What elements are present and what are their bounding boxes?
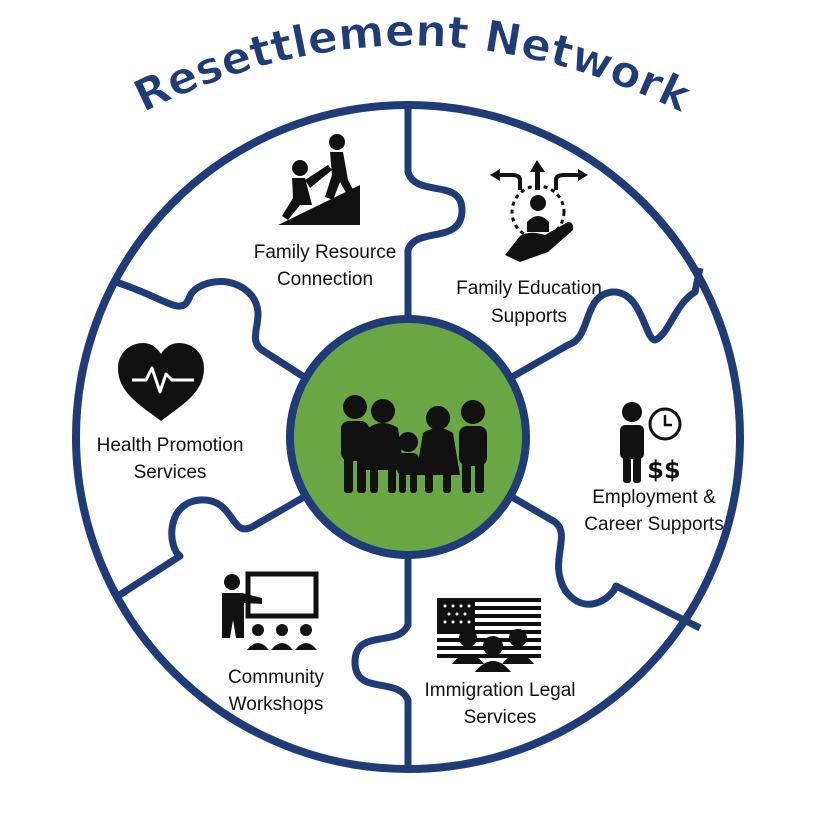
- piece-3-label-line1: Employment &: [592, 487, 716, 508]
- piece-5-label-line1: Community: [228, 667, 325, 688]
- divider-bottom: [351, 555, 412, 770]
- climbing-help-icon: [278, 134, 360, 225]
- heart-pulse-icon: [118, 343, 204, 421]
- presentation-board-icon: [222, 571, 319, 650]
- piece-6-label-line1: Health Promotion: [97, 435, 244, 456]
- divider-upper-right: [510, 267, 704, 381]
- piece-1-label-line2: Connection: [277, 269, 373, 290]
- family-group-icon: [341, 395, 487, 493]
- flag-people-icon: [437, 598, 541, 672]
- puzzle-dividers: [114, 105, 704, 770]
- flag-stripe: [437, 614, 541, 618]
- piece-1-label-line1: Family Resource: [254, 242, 397, 263]
- piece-3-label-line2: Career Supports: [584, 514, 723, 535]
- piece-4-label-line1: Immigration Legal: [424, 680, 575, 701]
- hand-person-arrows-icon: [490, 160, 588, 262]
- divider-lower-right: [510, 493, 702, 632]
- divider-lower-left: [116, 493, 306, 599]
- flag-stripe: [437, 654, 541, 658]
- divider-upper-left: [114, 278, 306, 380]
- piece-6-label-line2: Services: [134, 462, 207, 483]
- piece-4-label-line2: Services: [464, 707, 537, 728]
- divider-top: [404, 105, 466, 318]
- flag-stripe: [437, 606, 541, 610]
- person-clock-dollar-icon: $$: [620, 402, 682, 484]
- piece-2-label-line1: Family Education: [456, 278, 602, 299]
- piece-2-label-line2: Supports: [491, 306, 567, 327]
- flag-stripe: [437, 622, 541, 626]
- svg-text:$$: $$: [647, 456, 680, 484]
- piece-5-label-line2: Workshops: [229, 694, 324, 715]
- flag-stripe: [437, 630, 541, 634]
- flag-stripe: [437, 598, 541, 602]
